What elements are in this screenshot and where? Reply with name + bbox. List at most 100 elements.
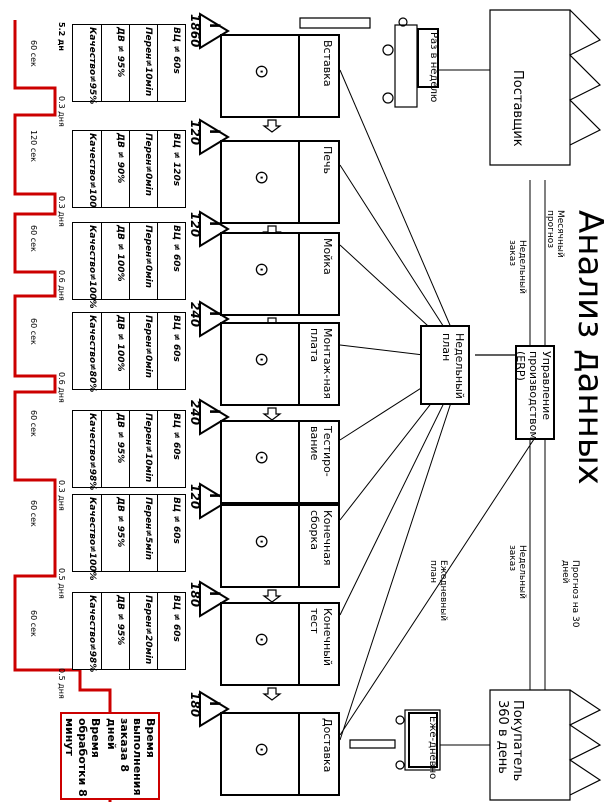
process-box: Доставка ⊙ xyxy=(220,712,340,796)
operator-icon: ⊙ xyxy=(251,64,272,80)
cycle-time: ВЦ ≠ 60s xyxy=(171,225,181,272)
changeover-time: Перен≠10мin xyxy=(143,413,153,483)
divider xyxy=(157,593,158,669)
availability: ДВ ≠ 95% xyxy=(115,413,125,464)
timeline-line xyxy=(13,20,112,802)
cycle-time: ВЦ ≠ 60s xyxy=(171,497,181,544)
timeline-seconds: 60 сек xyxy=(29,410,38,437)
divider xyxy=(101,411,102,487)
process-data-box: ВЦ ≠ 60s Перен≠10мin ДВ ≠ 95% Качество≠98% xyxy=(72,410,186,491)
availability: ДВ ≠ 90% xyxy=(115,133,125,184)
availability: ДВ ≠ 95% xyxy=(115,27,125,78)
lead-time: Время выполнения заказа 8 дней xyxy=(105,718,157,796)
divider xyxy=(157,313,158,389)
quality: Качество≠98% xyxy=(87,595,97,673)
quality: Качество≠98% xyxy=(87,413,97,491)
quality: Качество≠100 xyxy=(87,133,97,208)
processing-time: Время обработки 8 минут xyxy=(63,718,102,797)
cycle-time: ВЦ ≠ 60s xyxy=(171,27,181,74)
customer-frequency-box: Еже-дневно xyxy=(408,712,438,779)
inventory-count: 1860 xyxy=(188,14,202,48)
customer-truck-icon xyxy=(349,709,441,771)
operator-icon: ⊙ xyxy=(251,450,272,466)
inventory-triangle-icon xyxy=(199,580,230,618)
process-name: Вставка xyxy=(321,40,334,87)
timeline-seconds: 120 сек xyxy=(29,130,38,162)
inventory-triangle-icon xyxy=(199,398,230,436)
process-name-cell: Тестиро-вание xyxy=(298,422,338,502)
inventory-symbol: I xyxy=(206,23,222,29)
summary-box: Время выполнения заказа 8 дней Время обр… xyxy=(60,712,160,800)
process-box: Мойка⊙ xyxy=(220,232,340,316)
customer-label: Покупатель 360 в день xyxy=(495,700,525,782)
availability: ДВ ≠ 95% xyxy=(115,595,125,646)
push-arrow-icon xyxy=(262,119,282,133)
inventory-symbol: I xyxy=(206,701,222,707)
process-box: Печь⊙ xyxy=(220,140,340,224)
inventory-triangle-icon xyxy=(199,482,230,520)
operator-icon: ⊙ xyxy=(251,352,272,368)
process-name-cell: Печь xyxy=(298,142,338,222)
cycle-time: ВЦ ≠ 60s xyxy=(171,595,181,642)
inventory-triangle-icon xyxy=(199,300,230,338)
inventory-symbol: I xyxy=(206,311,222,317)
cycle-time: ВЦ ≠ 60s xyxy=(171,413,181,460)
timeline-day: 0.5 дня xyxy=(57,568,66,599)
divider xyxy=(157,131,158,207)
divider xyxy=(129,593,130,669)
process-box: Вставка ⊙ xyxy=(220,34,340,118)
weekly-plan-box: Недельный план xyxy=(420,325,470,405)
inventory-symbol: I xyxy=(206,493,222,499)
inventory-count: 120 xyxy=(188,484,202,510)
customer-frequency: Еже-дневно xyxy=(427,716,438,780)
inventory-triangle-icon xyxy=(199,12,230,50)
process-name-cell: Монтаж-ная плата xyxy=(298,324,338,404)
timeline-day: 0.5 дня xyxy=(57,668,66,699)
push-arrow-icon xyxy=(262,407,282,421)
forecast-30-label: Прогноз на 30 дней xyxy=(560,560,580,628)
inventory-symbol: I xyxy=(206,221,222,227)
daily-plan-label: Ежедневный план xyxy=(428,560,448,622)
divider xyxy=(101,313,102,389)
availability: ДВ ≠ 95% xyxy=(115,497,125,548)
process-name: Конечная сборка xyxy=(308,510,334,566)
changeover-time: Перен≠10мin xyxy=(143,27,153,97)
divider xyxy=(101,593,102,669)
inventory-count: 120 xyxy=(188,120,202,146)
operator-icon: ⊙ xyxy=(251,534,272,550)
divider xyxy=(129,223,130,299)
inventory-count: 240 xyxy=(188,400,202,426)
process-name: Мойка xyxy=(321,238,334,275)
process-name: Конечный тест xyxy=(308,608,334,667)
divider xyxy=(129,495,130,571)
process-box: Тестиро-вание ⊙ xyxy=(220,420,340,504)
divider xyxy=(129,131,130,207)
timeline-seconds: 60 сек xyxy=(29,500,38,527)
availability: ДВ ≠ 100% xyxy=(115,315,125,372)
process-name-cell: Конечный тест xyxy=(298,604,338,684)
divider xyxy=(157,495,158,571)
monthly-forecast-label: Месячный прогноз xyxy=(545,210,565,258)
process-name: Доставка xyxy=(321,718,334,773)
timeline-day: 0.6 дня xyxy=(57,372,66,403)
inventory-count: 180 xyxy=(188,692,202,718)
quality: Качество≠80% xyxy=(87,315,97,393)
process-name-cell: Вставка xyxy=(298,36,338,116)
supplier-frequency-box: Раз в неделю xyxy=(417,28,439,102)
operator-icon: ⊙ xyxy=(251,742,272,758)
operator-icon: ⊙ xyxy=(251,632,272,648)
erp-label: Управление производством (ERP) xyxy=(514,351,553,440)
timeline-day: 0.6 дня xyxy=(57,270,66,301)
process-name-cell: Доставка xyxy=(298,714,338,794)
inventory-triangle-icon xyxy=(199,690,230,728)
process-name-cell: Мойка xyxy=(298,234,338,314)
quality: Качество≠100% xyxy=(87,497,97,581)
inventory-count: 120 xyxy=(188,212,202,238)
supplier-weekly-order-label: Недельный заказ xyxy=(507,240,527,294)
process-box: Конечная сборка ⊙ xyxy=(220,504,340,588)
